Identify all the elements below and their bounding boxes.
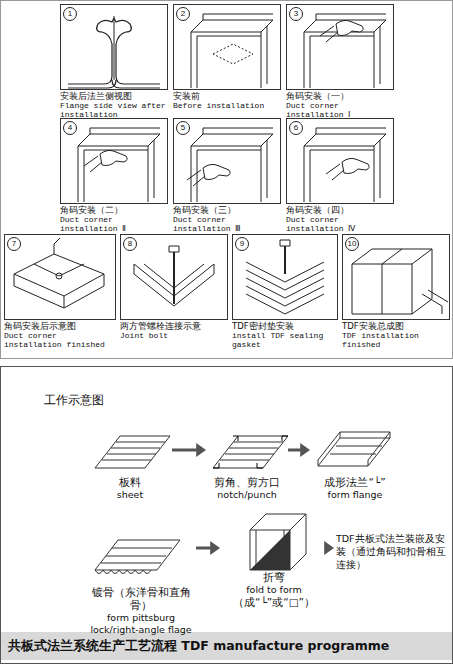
caption-en: Duct corner installation Ⅳ <box>286 215 394 233</box>
arrow-shaft <box>326 547 328 550</box>
process-step: 剪角、剪方口notch/punch <box>208 428 286 501</box>
panel: 角码安装（四）Duct corner installation Ⅳ <box>286 118 394 233</box>
arrow-shaft <box>288 449 302 452</box>
flow-arrow <box>172 443 206 457</box>
step-text: 折弯 <box>222 571 326 584</box>
arrow-head <box>324 541 334 555</box>
process-step: TDF共板式法兰装嵌及安装（通过角码和扣骨相互连接） <box>336 532 448 571</box>
step-text: form pittsburg lock/right-angle flage <box>88 612 194 636</box>
step-text: 板料 <box>90 476 170 489</box>
flow-arrow <box>196 541 220 555</box>
section-heading: 工作示意图 <box>44 392 104 409</box>
arrow-shaft <box>172 449 198 452</box>
caption-zh: 角码安装后示意图 <box>4 321 116 331</box>
arrow-head <box>196 443 206 457</box>
caption-en: Duct corner installation Ⅲ <box>173 215 281 233</box>
panel: TDF密封垫安装install TDF sealing gasket <box>232 234 338 349</box>
caption-en: Before installation <box>173 101 281 110</box>
caption-zh: 角码安装（一） <box>286 91 394 101</box>
step-text: 成形法兰“└” <box>312 476 398 489</box>
callout-number: 5 <box>176 121 190 135</box>
callout-number: 8 <box>123 237 137 251</box>
callout-number: 1 <box>63 7 77 21</box>
caption-zh: 角码安装（二） <box>60 205 168 215</box>
callout-number: 6 <box>289 121 303 135</box>
caption-zh: 角码安装（三） <box>173 205 281 215</box>
caption-zh: TDF安装总成图 <box>342 321 450 331</box>
caption-en: Duct corner installation finished <box>4 331 116 349</box>
caption-en: TDF installation finished <box>342 331 450 349</box>
callout-number: 7 <box>7 237 21 251</box>
caption-en: Joint bolt <box>120 331 228 340</box>
callout-number: 4 <box>63 121 77 135</box>
caption-en: Duct corner installation Ⅱ <box>60 215 168 233</box>
panel: 角码安装（一）Duct corner installation Ⅰ <box>286 4 394 119</box>
process-step: 折弯fold to form（成“└”或“□”） <box>222 505 326 609</box>
step-text: sheet <box>90 489 170 501</box>
arrow-shaft <box>196 547 212 550</box>
panel: 安装后法兰侧视图Flange side view after installat… <box>60 4 168 119</box>
arrow-head <box>300 443 310 457</box>
caption-zh: 两方管螺栓连接示意 <box>120 321 228 331</box>
process-step: 镀骨（东洋骨和直角骨）form pittsburg lock/right-ang… <box>88 528 194 636</box>
panel: 角码安装（二）Duct corner installation Ⅱ <box>60 118 168 233</box>
callout-number: 10 <box>345 237 359 251</box>
panel-frame <box>4 234 116 320</box>
caption-zh: 安装前 <box>173 91 281 101</box>
panel: TDF安装总成图TDF installation finished <box>342 234 450 349</box>
process-step: 成形法兰“└”form flange <box>312 428 398 501</box>
panel: 角码安装（三）Duct corner installation Ⅲ <box>173 118 281 233</box>
callout-number: 2 <box>176 7 190 21</box>
caption-zh: 角码安装（四） <box>286 205 394 215</box>
panel: 角码安装后示意图Duct corner installation finishe… <box>4 234 116 349</box>
step-text: fold to form <box>222 584 326 596</box>
arrow-head <box>210 541 220 555</box>
flow-arrow <box>288 443 310 457</box>
panel: 安装前Before installation <box>173 4 281 110</box>
flow-arrow <box>324 541 334 555</box>
step-text: form flange <box>312 489 398 501</box>
process-step: 板料sheet <box>90 428 170 501</box>
caption-zh: TDF密封垫安装 <box>232 321 338 331</box>
step-text: 镀骨（东洋骨和直角骨） <box>88 586 194 612</box>
callout-number: 9 <box>235 237 249 251</box>
step-text: TDF共板式法兰装嵌及安装（通过角码和扣骨相互连接） <box>336 532 448 571</box>
footer-title: 共板式法兰系统生产工艺流程 TDF manufacture programme <box>8 638 448 655</box>
step-text: notch/punch <box>208 489 286 501</box>
caption-en: install TDF sealing gasket <box>232 331 338 349</box>
step-text: （成“└”或“□”） <box>222 596 326 609</box>
caption-en: Flange side view after installation <box>60 101 168 119</box>
caption-zh: 安装后法兰侧视图 <box>60 91 168 101</box>
caption-en: Duct corner installation Ⅰ <box>286 101 394 119</box>
step-text: 剪角、剪方口 <box>208 476 286 489</box>
panel: 两方管螺栓连接示意Joint bolt <box>120 234 228 340</box>
callout-number: 3 <box>289 7 303 21</box>
